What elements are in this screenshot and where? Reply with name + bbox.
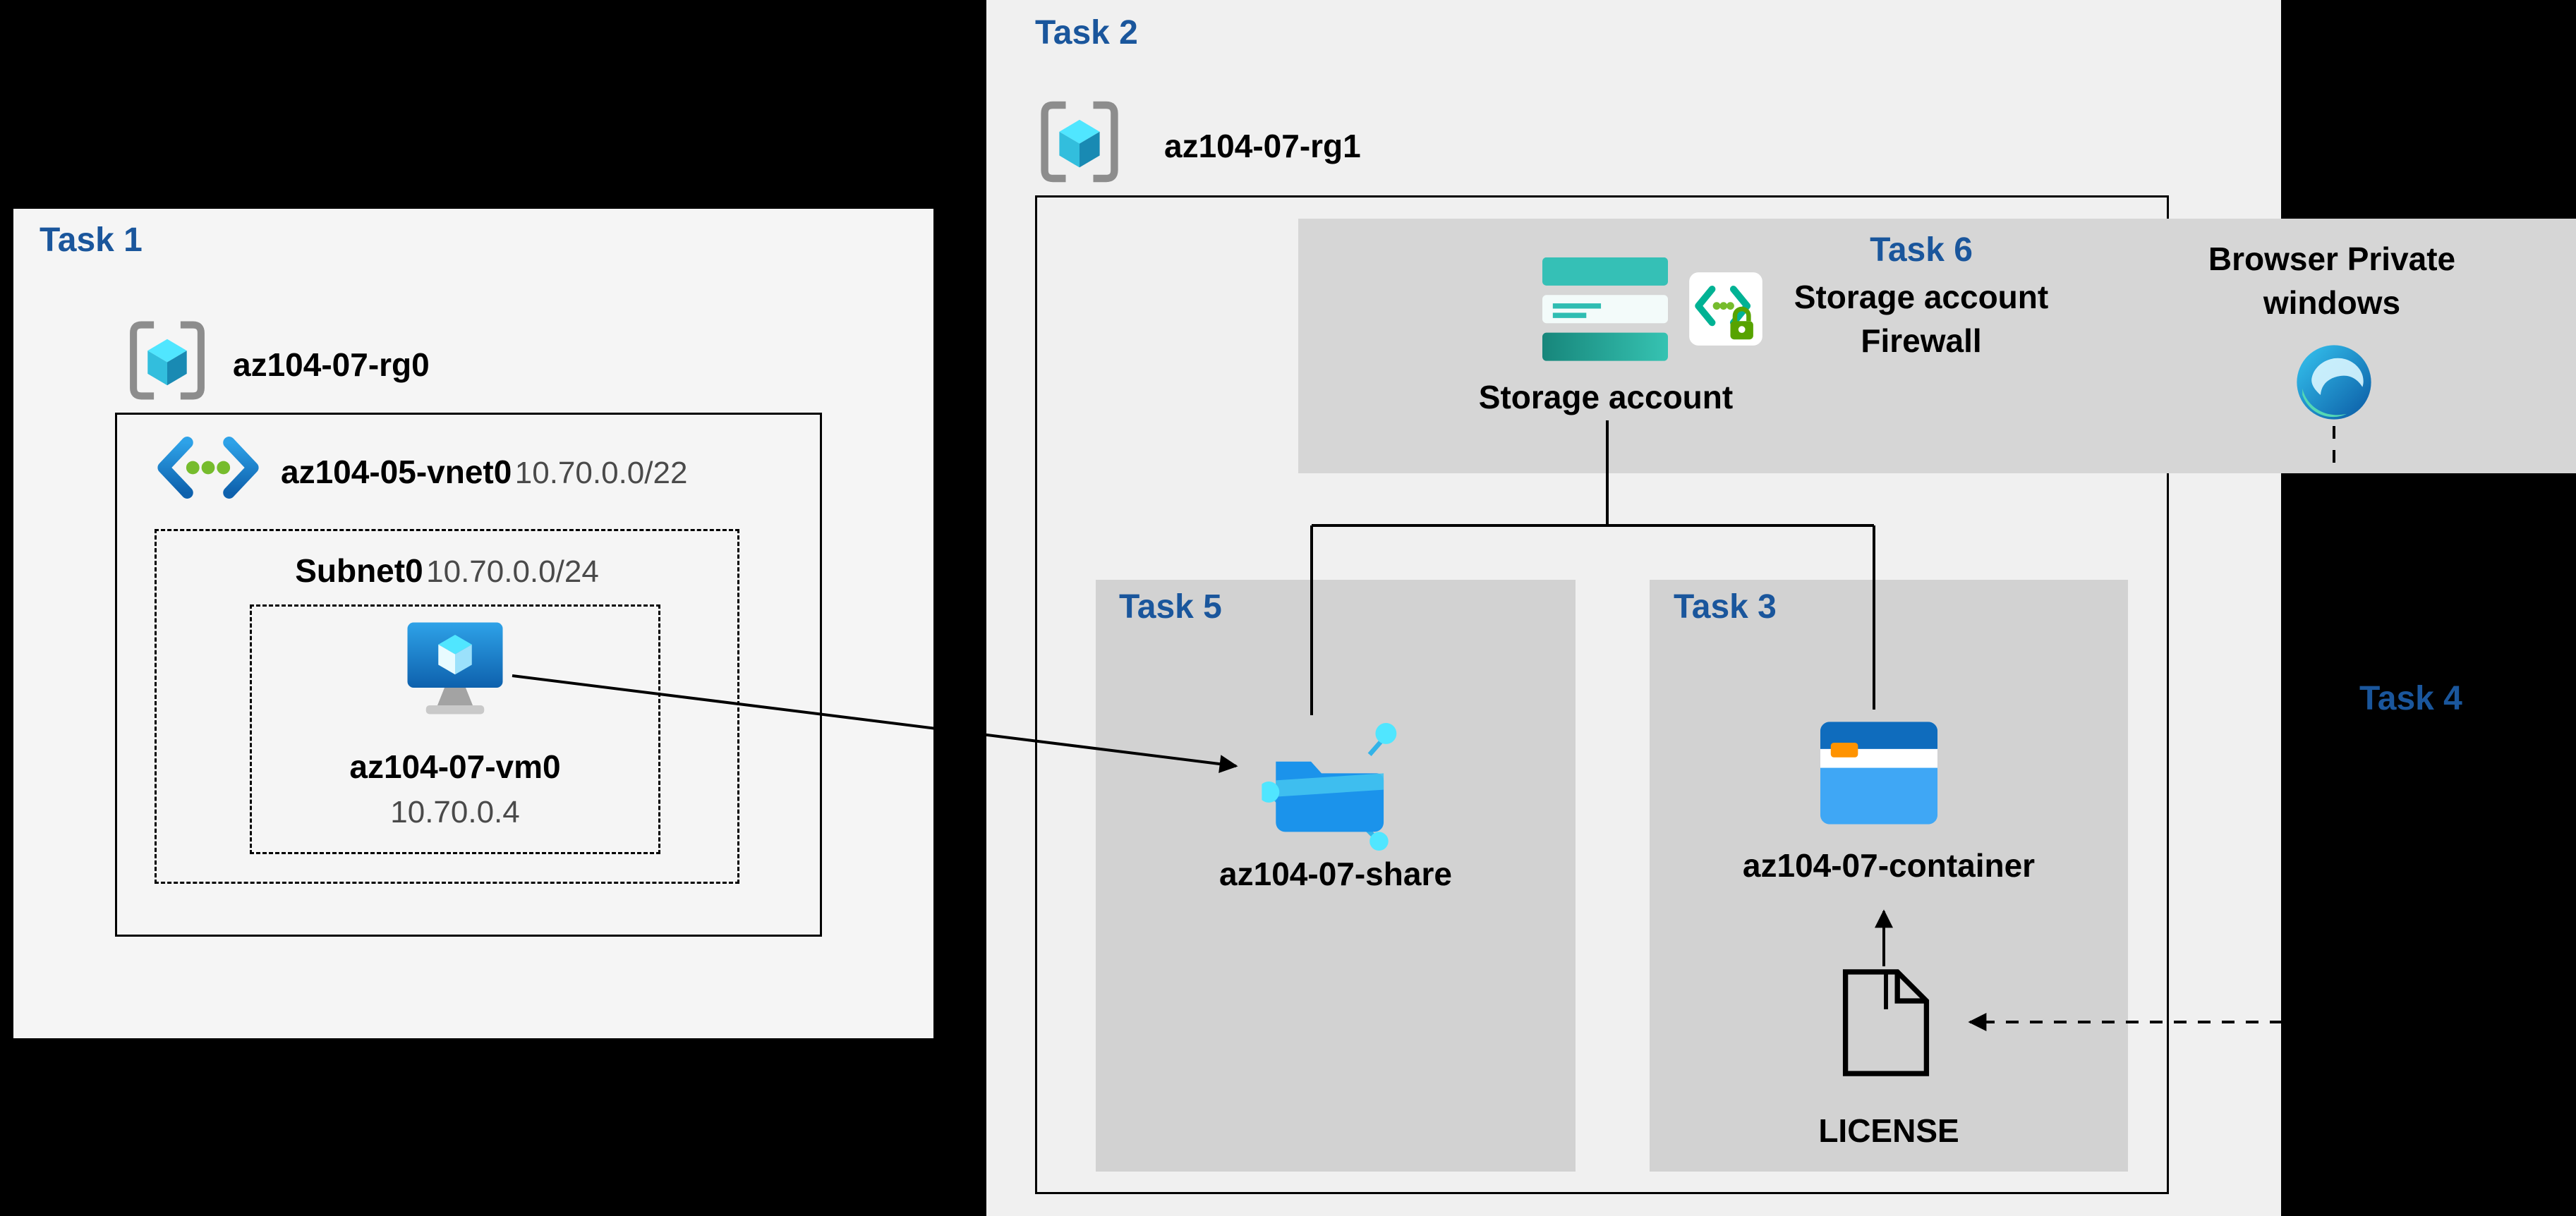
storage-account-label: Storage account (1478, 379, 1734, 415)
task3-label: Task 3 (1674, 588, 1777, 626)
firewall-title-line2: Firewall (1861, 322, 1982, 360)
file-share-name: az104-07-share (1219, 856, 1452, 892)
resource-group-icon (121, 316, 213, 405)
subnet-address: 10.70.0.0/24 (426, 554, 599, 589)
subnet-label: Subnet0 10.70.0.0/24 (155, 549, 739, 592)
subnet-name: Subnet0 (295, 552, 423, 589)
virtual-machine-icon (402, 621, 508, 719)
file-share-icon (1262, 719, 1403, 851)
task2-resource-group-name: az104-07-rg1 (1164, 128, 1361, 164)
browser-label-line1: Browser Private (2208, 241, 2456, 277)
vnet-label: az104-05-vnet0 10.70.0.0/22 (281, 450, 687, 494)
edge-browser-icon (2294, 343, 2374, 422)
vnet-name: az104-05-vnet0 (281, 454, 512, 490)
firewall-title: Storage account Firewall (1734, 275, 2108, 363)
browser-label: Browser Private windows (2180, 237, 2484, 324)
vm-ip: 10.70.0.4 (390, 795, 520, 829)
vnet-address: 10.70.0.0/22 (514, 456, 688, 490)
vm-name: az104-07-vm0 (349, 748, 561, 785)
task1-label: Task 1 (40, 221, 143, 259)
task2-label: Task 2 (1035, 14, 1138, 51)
license-label: LICENSE (1818, 1112, 1959, 1149)
document-icon (1839, 968, 1933, 1078)
blob-container-icon (1816, 715, 1942, 831)
task6-label: Task 6 (1870, 231, 1973, 269)
task1-resource-group-name: az104-07-rg0 (233, 346, 430, 383)
task4-label: Task 4 (2359, 680, 2462, 717)
resource-group-icon (1032, 96, 1127, 188)
virtual-network-icon (152, 430, 264, 505)
storage-account-icon (1542, 255, 1668, 364)
firewall-title-line1: Storage account (1794, 279, 2049, 315)
container-name: az104-07-container (1742, 847, 2036, 884)
task5-label: Task 5 (1119, 588, 1222, 626)
browser-label-line2: windows (2263, 284, 2401, 322)
